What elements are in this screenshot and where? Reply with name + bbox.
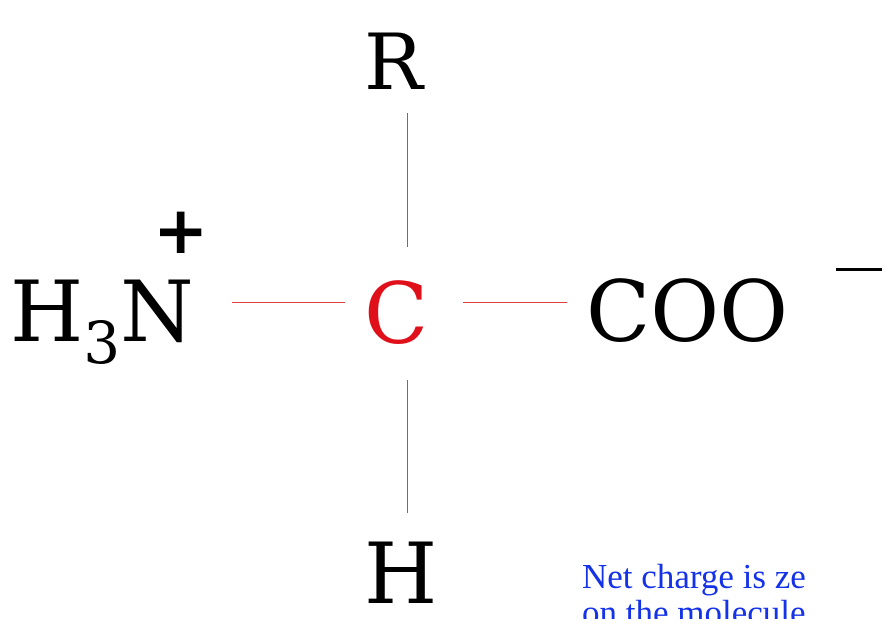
bond-bottom xyxy=(407,380,408,513)
amine-hydrogen: H xyxy=(10,263,84,361)
negative-charge-sign: − xyxy=(836,268,882,271)
carboxylate-group: COO xyxy=(586,263,789,361)
charge-note-line-1: Net charge is ze xyxy=(582,557,806,596)
amine-subscript: 3 xyxy=(83,309,121,377)
bond-left xyxy=(232,302,345,303)
amine-group: H3N xyxy=(10,270,194,372)
amine-nitrogen: N xyxy=(120,263,194,361)
charge-note: Net charge is ze on the molecule xyxy=(582,556,882,619)
bond-right xyxy=(463,302,567,303)
bond-top xyxy=(407,113,408,247)
r-group-label: R xyxy=(364,18,423,108)
positive-charge-sign: + xyxy=(153,192,209,269)
charge-note-line-2: on the molecule xyxy=(582,593,806,619)
h-group-label: H xyxy=(364,525,438,623)
alpha-carbon-label: C xyxy=(364,265,429,363)
